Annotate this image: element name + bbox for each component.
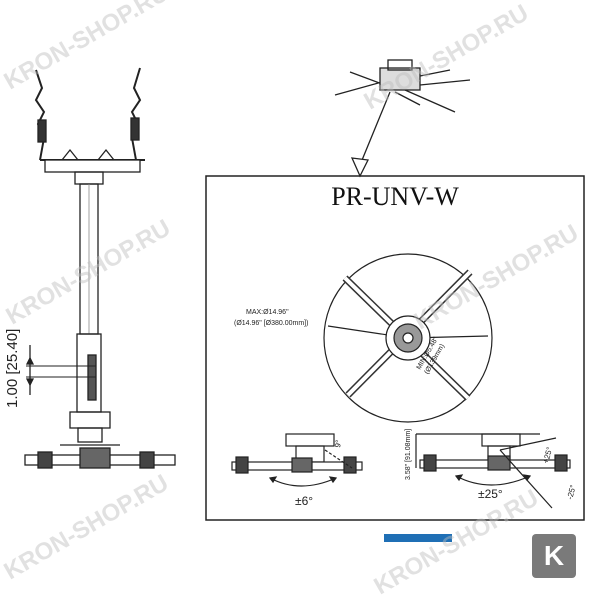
angle-small-label: 9° <box>333 439 343 448</box>
watermark: KRON-SHOP.RU <box>0 0 173 95</box>
angle-minus-label: -25° <box>565 484 578 501</box>
max-diameter-label: MAX:Ø14.96" <box>246 309 289 316</box>
tilt-side-view-left <box>231 433 363 487</box>
watermark: KRON-SHOP.RU <box>410 219 584 335</box>
side-elevation-view <box>24 67 176 469</box>
tilt-right-label: ±25° <box>478 487 503 501</box>
detail-title: PR-UNV-W <box>331 182 459 211</box>
badge-letter: K <box>543 540 565 571</box>
angle-plus-label: +25° <box>541 446 554 465</box>
tilt-left-label: ±6° <box>295 494 313 508</box>
watermark: KRON-SHOP.RU <box>2 214 176 330</box>
perspective-mount-view <box>334 59 471 178</box>
shop-logo-badge: K <box>532 534 576 578</box>
watermark: KRON-SHOP.RU <box>0 469 173 585</box>
height-label: 3.58" [91.08mm] <box>405 429 412 480</box>
max-diameter-metric-label: (Ø14.96" [Ø380.00mm]) <box>234 320 308 327</box>
vertical-adjust-label: 1.00 [25.40] <box>4 329 21 408</box>
detail-frame <box>205 175 585 521</box>
watermark: KRON-SHOP.RU <box>360 0 534 115</box>
tilt-side-view-right <box>415 433 571 509</box>
brand-strip <box>384 534 452 542</box>
arm-span-top-view <box>323 253 493 423</box>
watermark: KRON-SHOP.RU <box>370 484 544 600</box>
